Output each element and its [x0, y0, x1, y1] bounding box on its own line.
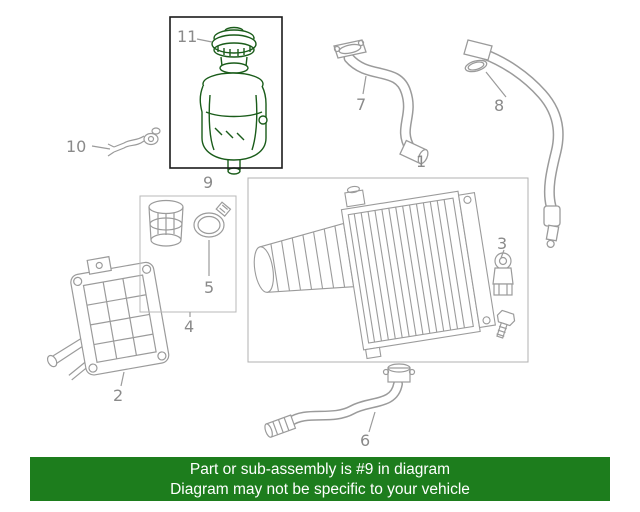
sensor-3-drawing: [492, 252, 514, 296]
coupler-clamp-drawing: [139, 195, 237, 313]
bolt-drawing: [496, 309, 516, 339]
upper-hose-7-drawing: [333, 39, 429, 165]
bracket-10-drawing: [107, 127, 161, 157]
callout-10: 10: [66, 137, 87, 156]
diagram-note-banner: Part or sub-assembly is #9 in diagram Di…: [30, 457, 610, 501]
callout-7: 7: [356, 95, 367, 114]
intercooler-group-box: [247, 177, 529, 363]
right-hose-8-drawing: [463, 39, 564, 249]
leader-lines: [91, 38, 507, 433]
callout-8: 8: [494, 96, 505, 115]
callout-3: 3: [497, 234, 508, 253]
callout-6: 6: [360, 431, 371, 450]
lower-hose-6-drawing: [264, 363, 416, 438]
banner-line-1: Part or sub-assembly is #9 in diagram: [189, 460, 451, 478]
reservoir-highlight-drawing: [199, 26, 268, 175]
banner-line-2: Diagram may not be specific to your vehi…: [170, 480, 470, 498]
callout-9: 9: [203, 173, 214, 192]
callout-5: 5: [204, 278, 215, 297]
bracket-2-drawing: [46, 255, 170, 381]
highlight-selection-box: [169, 16, 283, 169]
callout-4: 4: [184, 317, 195, 336]
callout-2: 2: [113, 386, 124, 405]
callout-1: 1: [416, 152, 427, 171]
callout-11: 11: [177, 27, 198, 46]
intercooler-drawing: [253, 185, 496, 360]
